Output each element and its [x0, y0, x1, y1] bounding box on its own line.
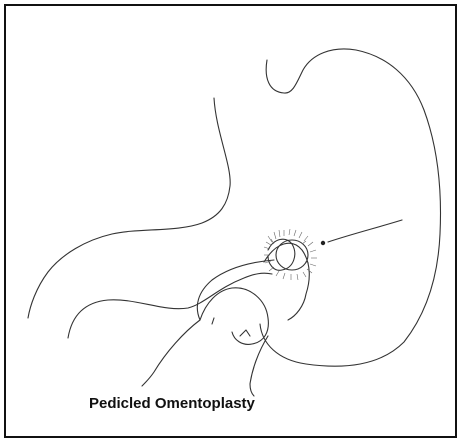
- omentum-pedicle-lower-outline: [250, 336, 268, 396]
- omentum-through-perforation-outline: [264, 243, 309, 320]
- suture-thread: [328, 220, 402, 242]
- figure-caption: Pedicled Omentoplasty: [89, 395, 255, 412]
- duodenum-outline: [68, 273, 272, 338]
- figure-frame: Pedicled Omentoplasty: [4, 4, 457, 438]
- stomach-lesser-curvature-outline: [28, 98, 230, 318]
- suture-knot-left: [212, 318, 214, 324]
- suture-knot-right: [240, 330, 250, 336]
- stomach-greater-curvature-outline: [260, 49, 440, 366]
- suture-puncture-mark: [321, 241, 325, 245]
- pedicled-omentoplasty-illustration: [6, 6, 459, 440]
